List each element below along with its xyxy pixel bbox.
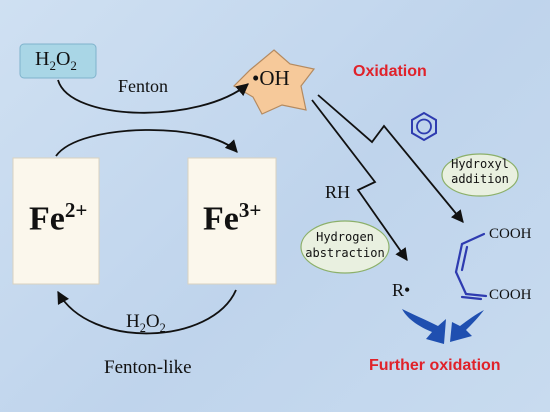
fe3-label: Fe3+ <box>203 198 262 238</box>
rh-label: RH <box>325 182 351 202</box>
hydrogen-abstraction-bubble <box>300 220 390 274</box>
r-radical-label: R• <box>392 280 411 300</box>
h2o2-label: H2O2 <box>35 48 77 73</box>
hydroxyl-addition-bubble <box>441 153 519 197</box>
fe2-box <box>12 157 100 285</box>
h2o2-box <box>19 43 97 79</box>
fenton-label: Fenton <box>118 76 169 96</box>
oxidation-label: Oxidation <box>353 63 427 80</box>
hydroxyl-addition-arrow <box>317 94 464 223</box>
fe2-to-fe3-arrow <box>55 129 238 157</box>
hydrogen-abstraction-text: Hydrogen abstraction <box>305 230 385 260</box>
right-wedge-arrow-icon <box>450 310 484 342</box>
h2o2-lower-label: H2O2 <box>126 311 166 335</box>
hydrogen-abstraction-arrow <box>311 99 408 262</box>
hydroxyl-addition-text: Hydroxyl addition <box>451 157 509 186</box>
fenton-arrow <box>57 79 249 114</box>
muconic-acid-structure-icon <box>454 232 488 301</box>
hydroxyl-radical-label: •OH <box>252 66 290 90</box>
benzene-ring-icon <box>411 111 437 142</box>
left-wedge-arrow-icon <box>402 309 446 344</box>
fenton-like-label: Fenton-like <box>104 357 192 378</box>
fe3-box <box>187 157 277 285</box>
fe3-to-fe2-arrow <box>57 289 237 335</box>
six-pointed-star-icon <box>233 49 316 115</box>
cooh-bottom-label: COOH <box>489 287 532 303</box>
fe2-label: Fe2+ <box>29 198 88 238</box>
further-oxidation-label: Further oxidation <box>369 357 501 374</box>
cooh-top-label: COOH <box>489 226 532 242</box>
